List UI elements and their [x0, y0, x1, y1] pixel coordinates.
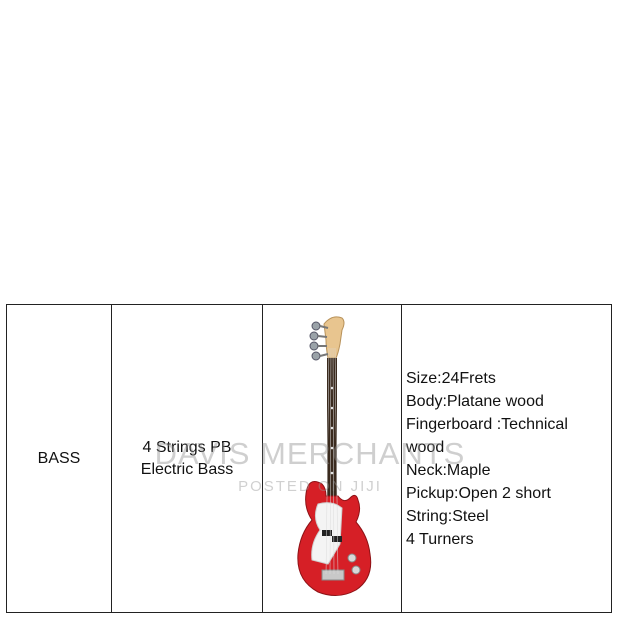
spec-pickup: Pickup:Open 2 short — [406, 484, 551, 502]
product-name-line-2: Electric Bass — [140, 460, 234, 478]
category-cell: BASS — [6, 304, 112, 613]
product-image-cell — [262, 304, 402, 613]
spec-neck: Neck:Maple — [406, 461, 491, 479]
spec-table: BASS 4 Strings PB Electric Bass — [6, 304, 612, 613]
specs-cell: Size:24Frets Body:Platane wood Fingerboa… — [401, 304, 612, 613]
table-row: BASS 4 Strings PB Electric Bass — [6, 304, 612, 613]
spec-turners: 4 Turners — [406, 530, 474, 548]
spec-body: Body:Platane wood — [406, 392, 544, 410]
spec-size: Size:24Frets — [406, 369, 496, 387]
product-name-cell: 4 Strings PB Electric Bass — [111, 304, 263, 613]
electric-bass-guitar-icon — [297, 316, 372, 596]
product-name-line-1: 4 Strings PB — [142, 438, 232, 456]
category-label: BASS — [37, 449, 81, 467]
spec-string: String:Steel — [406, 507, 489, 525]
spec-fingerboard: Fingerboard :Technical wood — [406, 415, 568, 456]
